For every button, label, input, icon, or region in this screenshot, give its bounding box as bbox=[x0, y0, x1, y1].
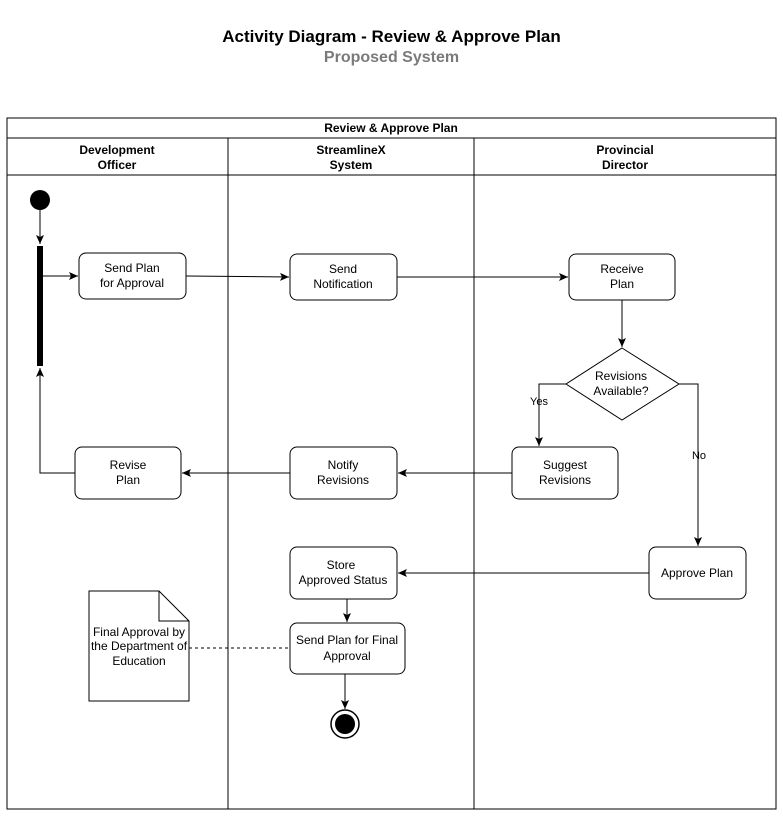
node-text-line: Suggest bbox=[543, 458, 588, 472]
action-send-notification: Send Notification bbox=[289, 253, 398, 301]
node-text-line: Notify bbox=[328, 458, 359, 472]
node-text-line: Store bbox=[327, 558, 356, 572]
diagram-subtitle: Proposed System bbox=[323, 49, 460, 66]
action-suggest-revisions: Suggest Revisions bbox=[511, 446, 619, 500]
node-text-line: Notification bbox=[313, 277, 372, 291]
node-text-line: Approve Plan bbox=[661, 566, 733, 580]
action-receive-plan: Receive Plan bbox=[568, 253, 676, 301]
node-text-line: Plan bbox=[116, 473, 140, 487]
edge-label-no: No bbox=[692, 450, 706, 462]
start-node bbox=[30, 190, 50, 210]
node-text-line: Revisions bbox=[595, 369, 647, 383]
lane-header-line: Director bbox=[602, 158, 648, 172]
action-revise-plan: Revise Plan bbox=[74, 446, 182, 500]
node-text-line: Education bbox=[112, 654, 165, 668]
end-node bbox=[330, 709, 360, 739]
node-text-line: Revisions bbox=[317, 473, 369, 487]
node-text-line: Receive bbox=[600, 262, 644, 276]
action-notify-revisions: Notify Revisions bbox=[289, 446, 398, 500]
lane-header-line: System bbox=[330, 158, 373, 172]
note-final-approval: Final Approval by the Department of Educ… bbox=[88, 590, 190, 702]
node-text-line: Approved Status bbox=[299, 573, 388, 587]
lane-header-line: Development bbox=[79, 143, 154, 157]
node-text-line: Send bbox=[329, 262, 357, 276]
lane-header-development-officer: Development Officer bbox=[79, 143, 154, 172]
action-send-plan-for-approval: Send Plan for Approval bbox=[78, 252, 187, 300]
node-text-line: for Approval bbox=[100, 276, 164, 290]
node-text-line: Available? bbox=[593, 384, 648, 398]
action-send-plan-for-final-approval: Send Plan for Final Approval bbox=[289, 622, 406, 675]
node-text-line: Revise bbox=[110, 458, 147, 472]
edge-decision-yes bbox=[535, 383, 566, 446]
node-text-line: Revisions bbox=[539, 473, 591, 487]
fork-bar bbox=[37, 246, 43, 366]
edge-label-yes: Yes bbox=[530, 396, 548, 408]
diagram-title: Activity Diagram - Review & Approve Plan bbox=[222, 27, 561, 46]
node-text-line: Send Plan for Final bbox=[296, 633, 398, 647]
decision-revisions-available: Revisions Available? bbox=[565, 347, 680, 421]
lane-header-line: StreamlineX bbox=[316, 143, 385, 157]
action-store-approved-status: Store Approved Status bbox=[289, 546, 398, 600]
lane-header-streamlinex-system: StreamlineX System bbox=[316, 143, 385, 172]
pool-title: Review & Approve Plan bbox=[324, 121, 458, 135]
lane-header-line: Officer bbox=[98, 158, 137, 172]
edge-decision-no bbox=[679, 383, 702, 546]
node-text-line: Send Plan bbox=[104, 261, 159, 275]
edge-send-plan-to-notification bbox=[185, 272, 290, 281]
node-text-line: Plan bbox=[610, 277, 634, 291]
edge-revise-to-fork bbox=[36, 368, 75, 474]
swimlane-pool: Review & Approve Plan bbox=[6, 117, 777, 810]
node-text-line: the Department of bbox=[91, 639, 188, 653]
node-text-line: Approval bbox=[323, 649, 370, 663]
lane-header-provincial-director: Provincial Director bbox=[596, 143, 653, 172]
edges bbox=[36, 210, 702, 709]
node-text-line: Final Approval by bbox=[93, 625, 185, 639]
lane-header-line: Provincial bbox=[596, 143, 653, 157]
action-approve-plan: Approve Plan bbox=[648, 546, 747, 600]
